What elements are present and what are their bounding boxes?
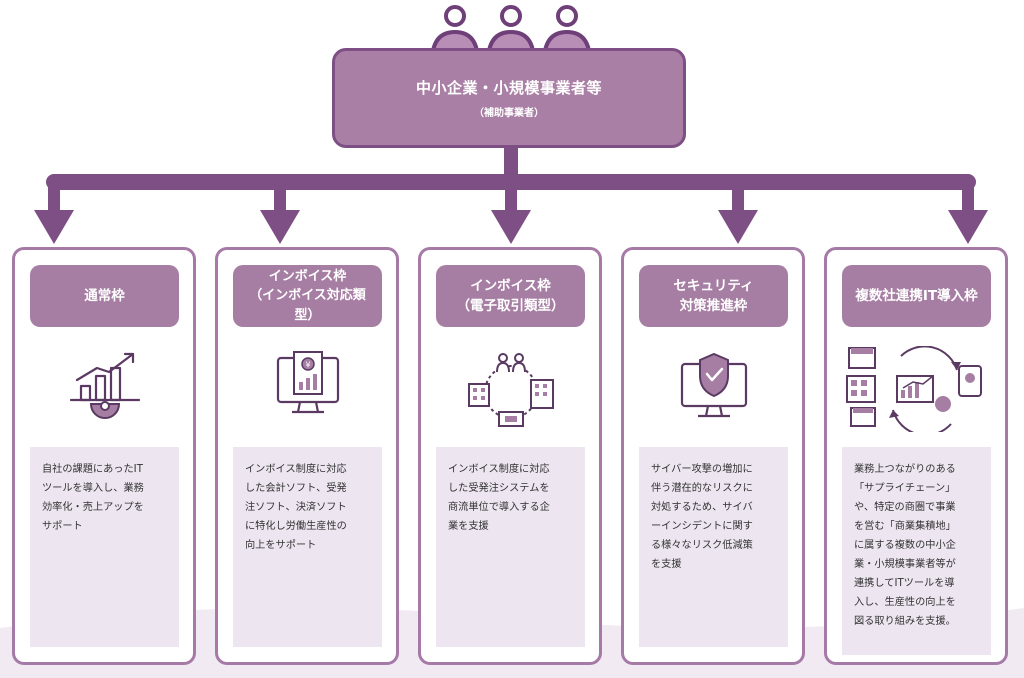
card-description: インボイス制度に対応 した受発注システムを 商流単位で導入する企 業を支援 (436, 447, 585, 647)
invoice-monitor-icon: ¥ (276, 351, 340, 414)
connector-arrows (34, 148, 988, 244)
subsidy-recipient-box: 中小企業・小規模事業者等 （補助事業者） (332, 48, 686, 148)
multi-company-collaboration-icon (846, 346, 982, 432)
card-multi-company: 複数社連携IT導入枠 業務上つながりのある 「サプライチェーン」 や、 (824, 247, 1008, 665)
svg-text:¥: ¥ (305, 361, 310, 370)
card-description: 業務上つながりのある 「サプライチェーン」 や、特定の商圏で事業 を営む「商業集… (842, 447, 991, 655)
card-title: セキュリティ 対策推進枠 (639, 265, 788, 327)
growth-chart-gear-icon (69, 352, 141, 419)
card-normal-frame: 通常枠 自社の課題にあったIT ツールを導入し、業務 効率化・売上アップを サポ… (12, 247, 196, 665)
business-network-icon (468, 353, 554, 427)
card-title: インボイス枠 （電子取引類型） (436, 265, 585, 327)
security-shield-monitor-icon (680, 352, 748, 418)
card-title: インボイス枠 （インボイス対応類 型） (233, 265, 382, 327)
card-invoice-compliance: インボイス枠 （インボイス対応類 型） ¥ インボイス制度に対応 した会計ソフト… (215, 247, 399, 665)
card-title: 複数社連携IT導入枠 (842, 265, 991, 327)
card-description: サイバー攻撃の増加に 伴う潜在的なリスクに 対処するため、サイバ ーインシデント… (639, 447, 788, 647)
recipient-subtitle: （補助事業者） (474, 108, 544, 119)
card-title: 通常枠 (30, 265, 179, 327)
recipient-title: 中小企業・小規模事業者等 (415, 79, 602, 97)
card-description: 自社の課題にあったIT ツールを導入し、業務 効率化・売上アップを サポート (30, 447, 179, 647)
card-description: インボイス制度に対応 した会計ソフト、受発 注ソフト、決済ソフト に特化し労働生… (233, 447, 382, 647)
card-invoice-electronic: インボイス枠 （電子取引類型） インボイス制度に対応 した受発注システムを 商流… (418, 247, 602, 665)
card-security: セキュリティ 対策推進枠 サイバー攻撃の増加に 伴う潜在的なリスクに 対処するた… (621, 247, 805, 665)
